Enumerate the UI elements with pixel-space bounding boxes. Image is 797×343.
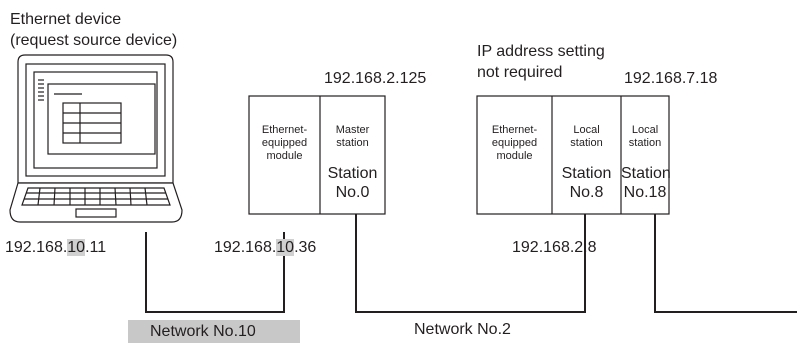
laptop-icon [9,54,183,223]
pc-label-line2: (request source device) [10,32,178,49]
local-station8-type: Local station [570,124,603,149]
local-ip-bottom: 192.168.2.8 [512,239,597,256]
pc-network-number-highlight: 10 [67,239,86,256]
network-10-label-box [128,320,300,343]
pc-ip-address: 192.168.10.11 [5,239,107,256]
master-unit-box [248,95,386,215]
local-station18-type: Local station [628,124,662,149]
local-station18-number: Station No.18 [621,165,671,201]
master-network-number-highlight: 10 [276,239,295,256]
local-unit-box [476,95,670,215]
master-module-label: Ethernet- equipped module [261,124,308,162]
network-10-cable [145,232,285,313]
network-10-label: Network No.10 [150,323,256,340]
local-note-line1: IP address setting [477,43,605,60]
pc-label-line1: Ethernet device [10,11,122,28]
network-2-cable-extension [654,214,797,313]
master-station-type: Master station [335,124,370,149]
master-ip-bottom: 192.168.10.36 [214,239,317,256]
local-ip-top: 192.168.7.18 [624,70,718,87]
master-station-number: Station No.0 [327,165,378,201]
local-station8-number: Station No.8 [561,165,612,201]
network-2-cable [355,214,586,313]
network-2-label: Network No.2 [414,321,511,338]
master-ip-top: 192.168.2.125 [324,70,427,87]
local-module-label: Ethernet- equipped module [491,124,538,162]
local-note-line2: not required [477,64,563,81]
